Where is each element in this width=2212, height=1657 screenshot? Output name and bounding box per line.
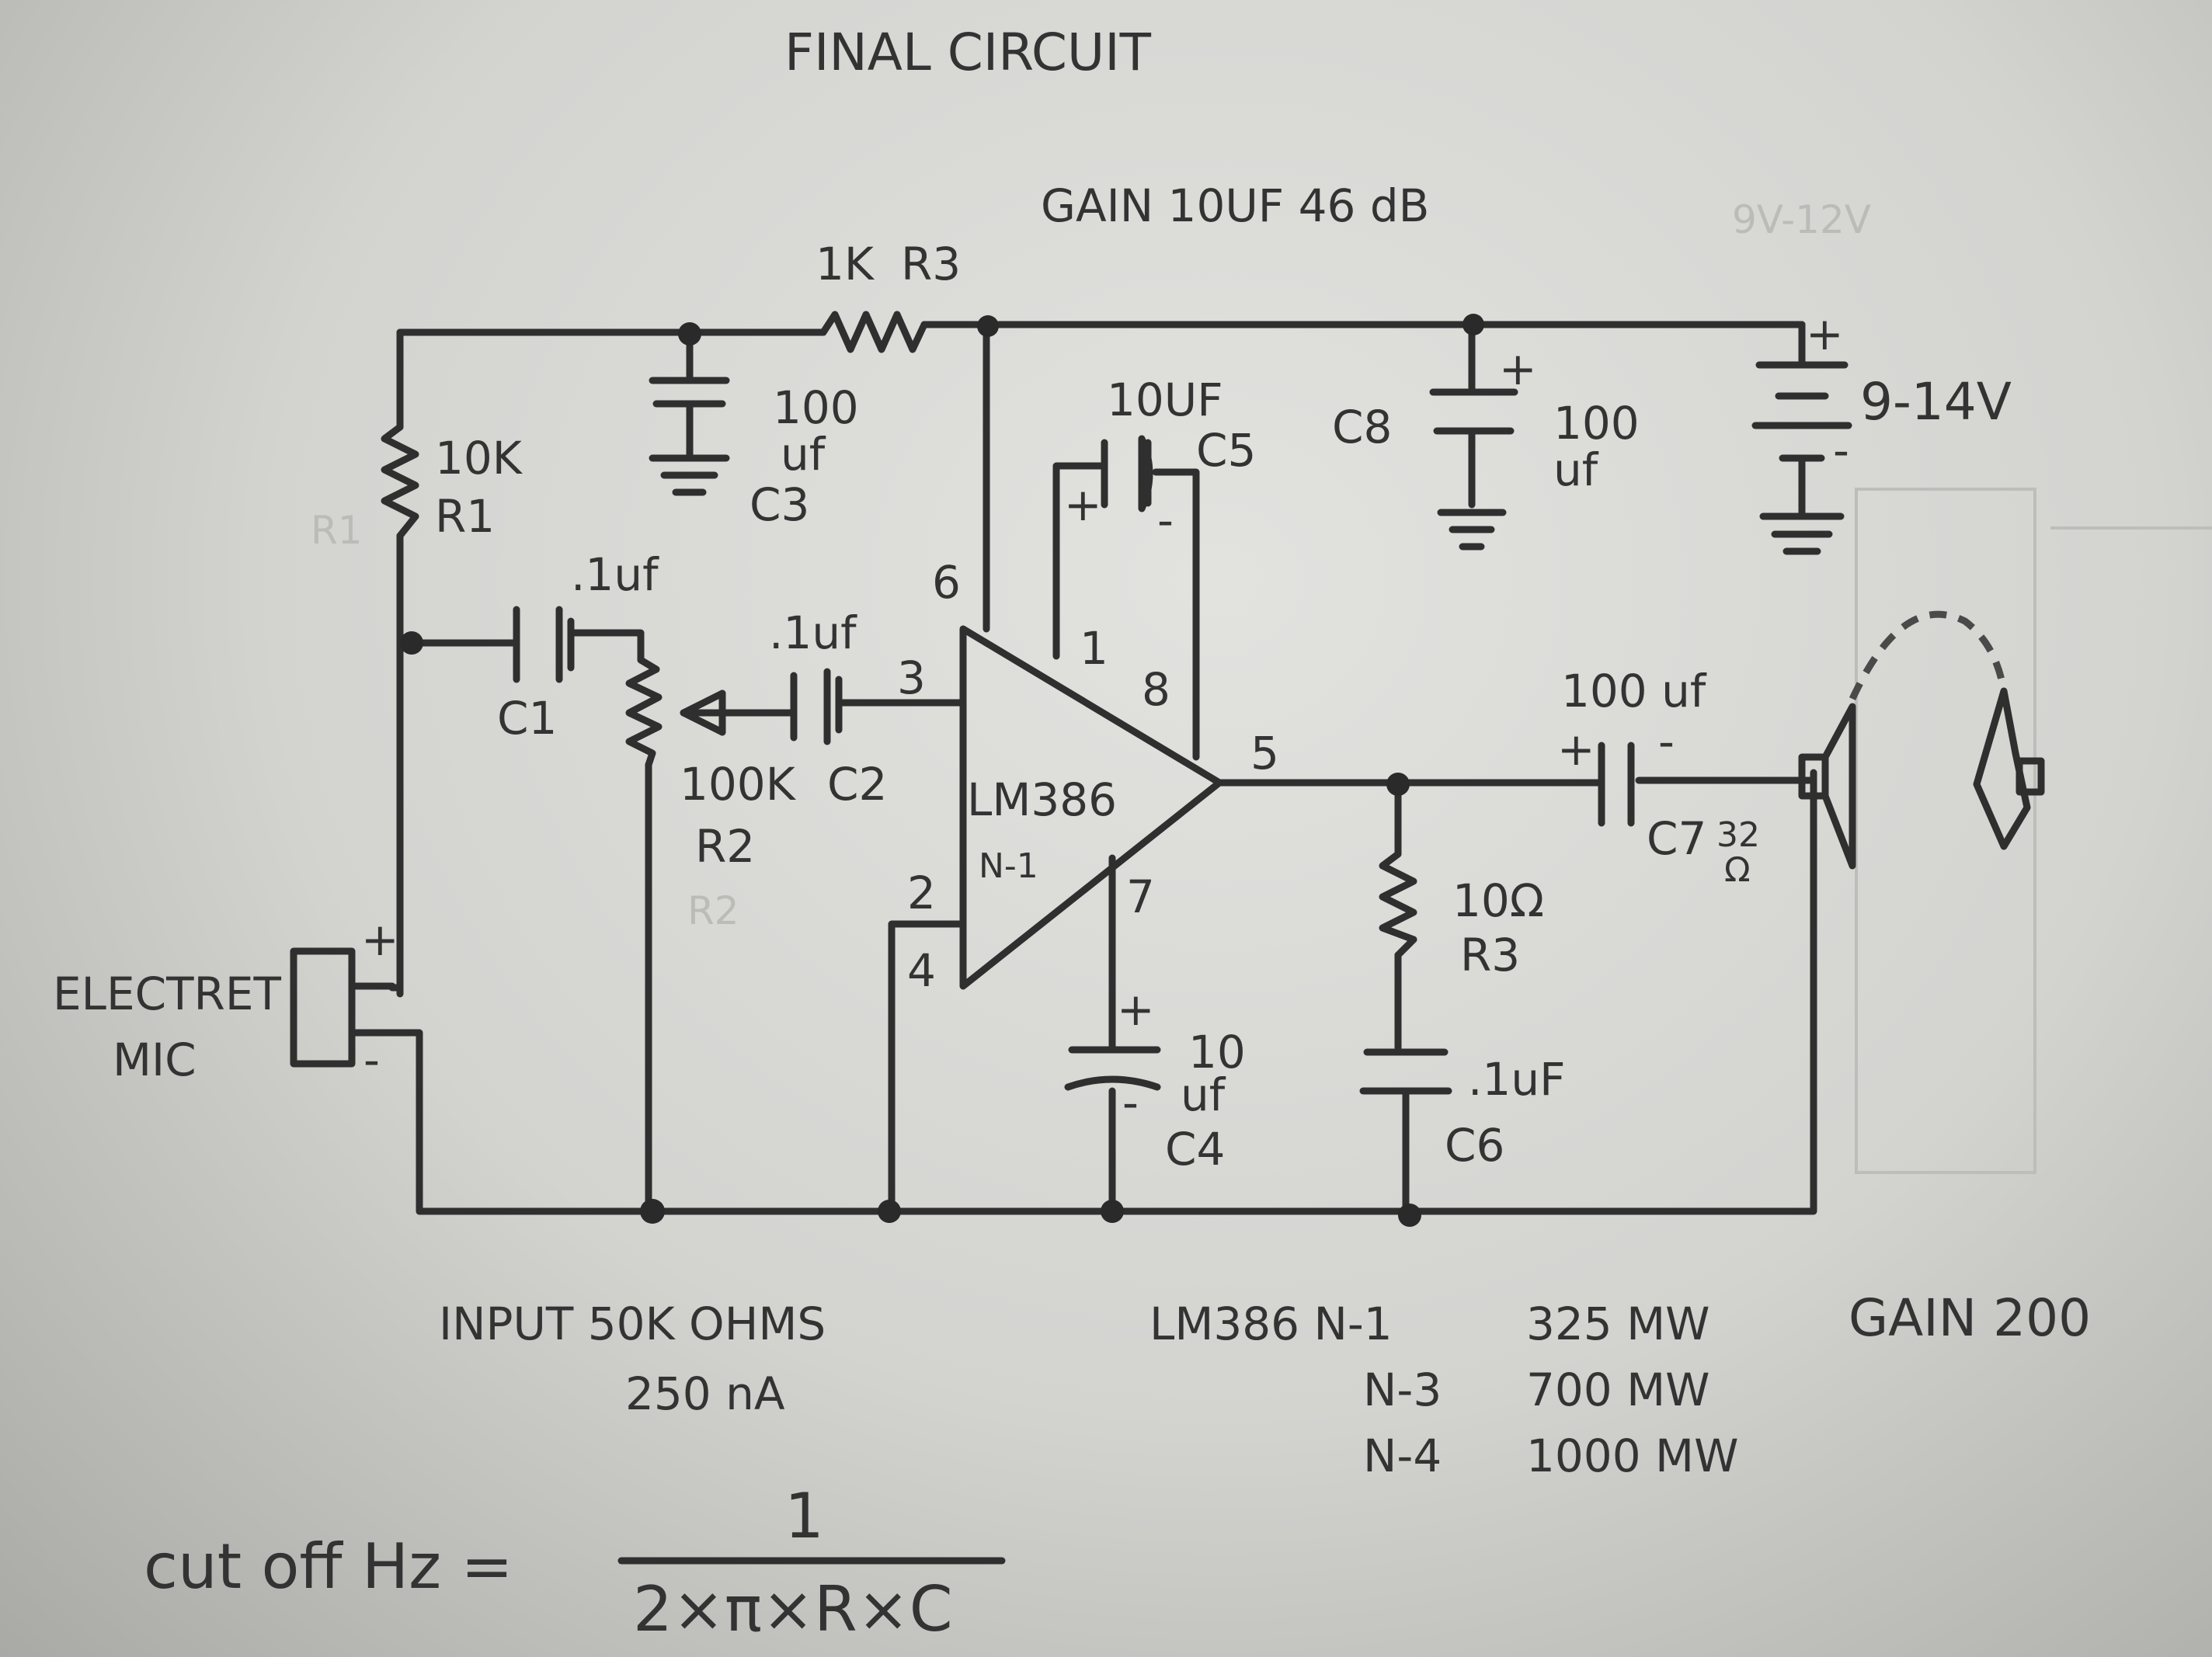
pin-8: 8 (1142, 663, 1170, 716)
potentiometer-r2 (625, 656, 726, 769)
chip-name: LM386 (967, 773, 1117, 826)
speaker-icon (1798, 610, 2045, 870)
c5-plus: + (1064, 478, 1102, 531)
supply-voltage: 9-14V (1860, 372, 2012, 432)
formula-numerator: 1 (784, 1480, 824, 1552)
capacitor-c3 (649, 377, 730, 496)
resistor-r1 (381, 423, 419, 540)
bleed-through-marks: 9V-12V R1 (311, 197, 2212, 1174)
input-note-2: 250 nA (625, 1367, 785, 1420)
r2-value: 100K (680, 758, 797, 811)
power-value-1: 700 MW (1526, 1363, 1710, 1416)
c5-name: C5 (1196, 424, 1256, 477)
c4-value-2: uf (1181, 1068, 1226, 1121)
c3-value-1: 100 (773, 381, 859, 434)
c4-minus: - (1122, 1076, 1139, 1129)
resistor-r3-10-ohm (1379, 850, 1417, 959)
c3-name: C3 (750, 478, 809, 531)
power-model-1: N-3 (1363, 1363, 1442, 1416)
battery-plus: + (1806, 307, 1844, 360)
capacitor-c6 (1359, 1048, 1452, 1095)
lm386-amplifier (959, 625, 1223, 990)
c4-value-1: 10 (1188, 1026, 1246, 1079)
gain-note: GAIN 10UF 46 dB (1041, 179, 1429, 232)
formula-lhs: cut off Hz = (144, 1530, 513, 1603)
c7-name: C7 (1647, 812, 1706, 865)
pin-7: 7 (1126, 870, 1155, 923)
microphone-icon (290, 947, 396, 1068)
input-note-1: INPUT 50K OHMS (439, 1297, 826, 1350)
c4-name: C4 (1165, 1123, 1225, 1176)
mic-label-2: MIC (113, 1033, 197, 1086)
c1-name: C1 (497, 692, 557, 745)
cutoff-formula: cut off Hz = 1 2×π×R×C (144, 1480, 1006, 1645)
pin-5: 5 (1250, 727, 1279, 780)
power-model-0: LM386 N-1 (1149, 1297, 1393, 1350)
r3-out-name: R3 (1460, 929, 1520, 981)
capacitor-c4 (1064, 1046, 1161, 1091)
c8-value-2: uf (1553, 443, 1599, 496)
power-value-0: 325 MW (1526, 1297, 1710, 1350)
capacitor-c7 (1598, 742, 1635, 827)
mic-plus: + (361, 913, 399, 966)
c6-name: C6 (1445, 1119, 1504, 1172)
battery (1751, 361, 1852, 555)
c6-value: .1uF (1468, 1053, 1565, 1106)
c5-minus: - (1157, 494, 1174, 547)
c4-plus: + (1117, 983, 1155, 1036)
capacitor-c5 (1101, 435, 1153, 512)
c8-value-1: 100 (1553, 397, 1640, 450)
pin-1: 1 (1080, 622, 1108, 675)
r2-name: R2 (695, 820, 755, 873)
r3-value: 1K (816, 238, 875, 290)
formula-denominator: 2×π×R×C (633, 1573, 953, 1645)
battery-minus: - (1833, 424, 1849, 477)
r3-out-value: 10Ω (1452, 874, 1544, 927)
c2-value: .1uf (769, 606, 857, 659)
capacitor-c8 (1429, 388, 1518, 551)
svg-text:R1: R1 (311, 508, 363, 553)
c7-minus: - (1658, 715, 1675, 768)
gain-200: GAIN 200 (1849, 1288, 2091, 1348)
r2-ghost-label: R2 (687, 888, 739, 933)
c7-plus: + (1557, 723, 1595, 776)
pin-6: 6 (932, 556, 961, 609)
resistor-r3-1k (819, 311, 928, 353)
c5-value: 10UF (1107, 373, 1223, 426)
capacitor-c1 (513, 606, 575, 683)
c8-name: C8 (1332, 401, 1392, 453)
c8-plus: + (1499, 342, 1537, 395)
c1-value: .1uf (571, 548, 659, 601)
power-table: LM386 N-1 325 MW N-3 700 MW N-4 1000 MW (1149, 1297, 1738, 1482)
svg-text:9V-12V: 9V-12V (1732, 197, 1871, 242)
power-model-2: N-4 (1363, 1429, 1442, 1482)
capacitor-c2 (790, 668, 843, 745)
power-value-2: 1000 MW (1526, 1429, 1738, 1482)
mic-label-1: ELECTRET (53, 967, 281, 1020)
chip-variant: N-1 (979, 846, 1038, 886)
r1-value: 10K (435, 432, 523, 485)
r3-name: R3 (901, 238, 961, 290)
speaker-impedance-top: 32 (1716, 815, 1760, 855)
c7-value: 100 uf (1561, 665, 1707, 717)
mic-minus: - (363, 1033, 380, 1086)
c2-name: C2 (827, 758, 887, 811)
pin-2: 2 (907, 867, 936, 919)
page-title: FINAL CIRCUIT (784, 23, 1152, 82)
pin-4: 4 (907, 944, 936, 997)
junction-dots (400, 314, 1484, 1227)
r1-name: R1 (435, 490, 495, 543)
c3-value-2: uf (781, 428, 826, 481)
speaker-impedance-bottom: Ω (1724, 850, 1751, 890)
pin-3: 3 (897, 651, 926, 704)
